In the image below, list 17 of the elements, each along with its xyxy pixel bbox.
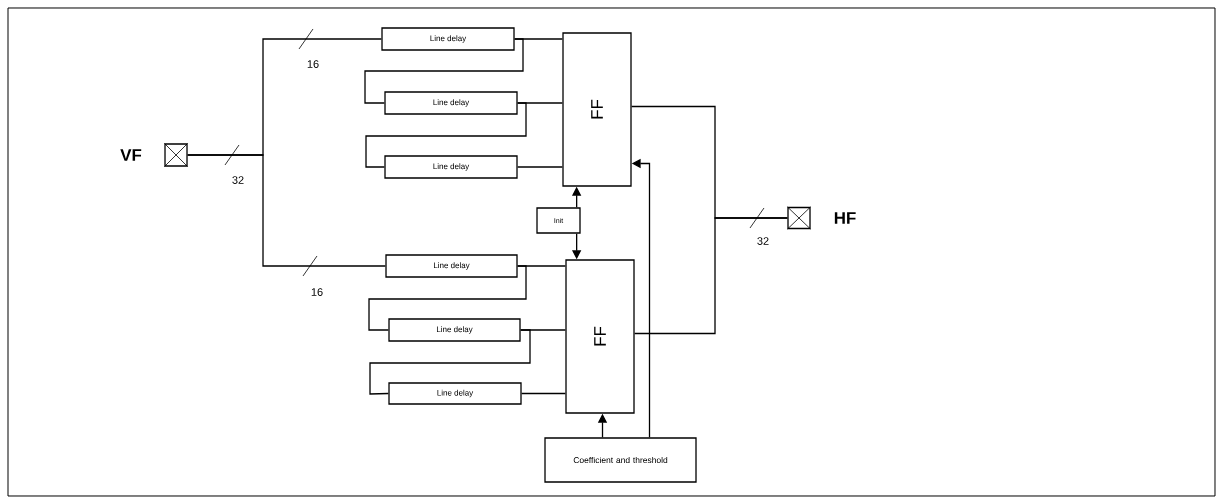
coefficient-box: Coefficient and threshold [544, 437, 697, 483]
connector-line [634, 217, 788, 335]
connector-line [187, 154, 386, 267]
bus-width-label: 16 [307, 60, 319, 68]
flip-flop-box: FF [565, 259, 635, 414]
connector-line [521, 392, 566, 395]
port-label: HF [834, 212, 856, 224]
port-label: VF [120, 149, 142, 161]
flip-flop-box: FF [562, 32, 632, 187]
bus-width-label: 32 [232, 176, 244, 184]
bus-width-label: 32 [757, 237, 769, 245]
connector-line [368, 265, 527, 331]
connector-line [369, 329, 531, 395]
connector-line [365, 102, 527, 168]
connector-line [517, 166, 563, 168]
bus-width-label: 16 [311, 288, 323, 296]
connector-line [364, 38, 524, 104]
